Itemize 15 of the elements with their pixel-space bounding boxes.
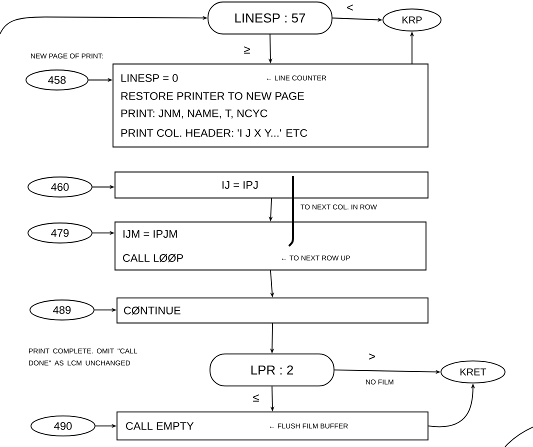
edge-label: >	[368, 352, 376, 362]
edge-label: <	[346, 4, 354, 12]
decision-box: LINESP : 57	[208, 2, 332, 34]
label-oval: 479	[28, 222, 92, 244]
label-oval: KRET	[440, 360, 506, 384]
edge-label: ≥	[242, 45, 252, 55]
label-oval: 489	[30, 300, 94, 320]
edge-label: ≤	[252, 393, 260, 403]
label-oval: 490	[30, 416, 96, 436]
label-oval: 460	[28, 176, 92, 198]
label-oval: KRP	[382, 8, 442, 32]
process-box: IJ = IPJ	[114, 172, 428, 198]
decision-box: LPR : 2	[210, 354, 334, 386]
process-box: CØNTINUE	[116, 298, 428, 324]
label-oval: 458	[26, 70, 88, 90]
